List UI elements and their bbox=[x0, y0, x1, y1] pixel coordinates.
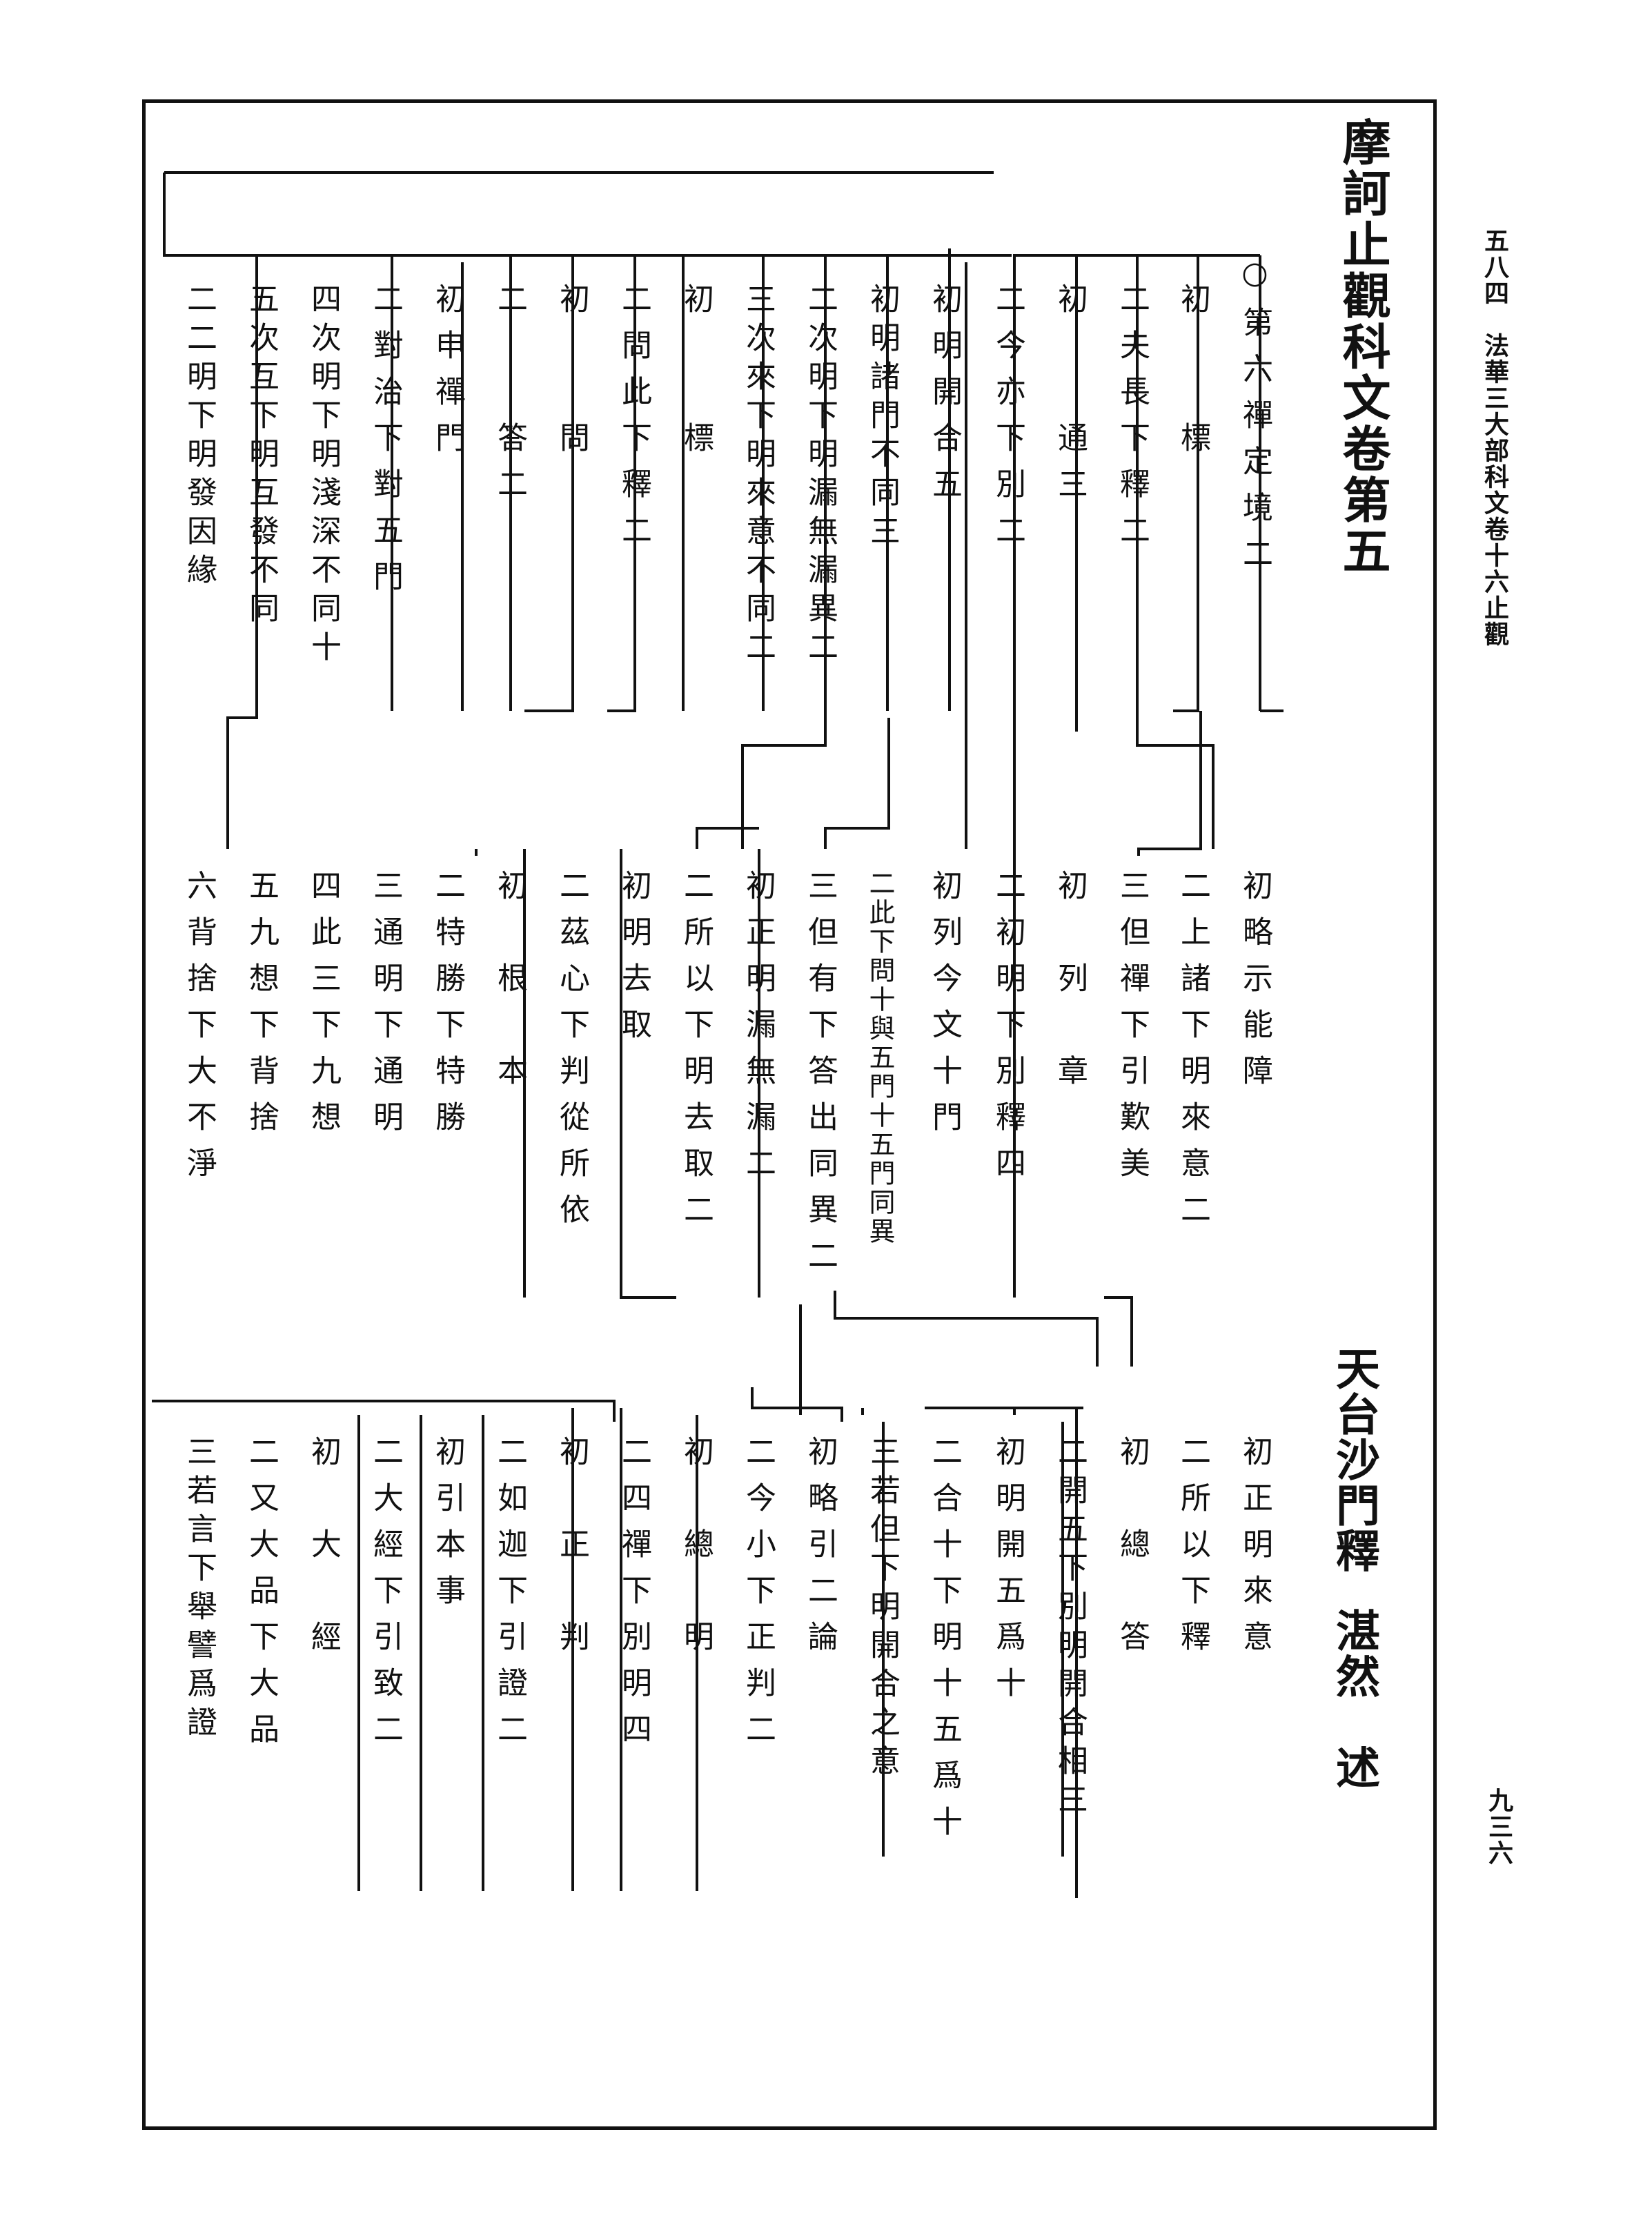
outline-entry: 三次來下明來意不同二 bbox=[740, 283, 776, 669]
outline-entry: 二合十下明十五爲十 bbox=[927, 1436, 962, 1852]
outline-entry: 二對治下對五門 bbox=[368, 283, 403, 607]
outline-entry: 三但有下答出同異二 bbox=[803, 870, 838, 1286]
outline-entry: 二今亦下別二 bbox=[990, 283, 1025, 560]
outline-entry: 初 大 經 bbox=[306, 1436, 341, 1667]
outline-entry: 初 通三 bbox=[1052, 283, 1088, 514]
outline-entry: 初略引二論 bbox=[803, 1436, 838, 1667]
outline-entry: 五九想下背捨 bbox=[244, 870, 279, 1147]
author-line-2: 湛然 述 bbox=[1328, 1608, 1380, 1790]
outline-entry: 二夫長下釋二 bbox=[1114, 283, 1150, 560]
outline-entry: 二今小下正判二 bbox=[740, 1436, 776, 1759]
outline-entry: 初明開合五 bbox=[927, 283, 962, 514]
outline-entry: 三通明下通明 bbox=[368, 870, 403, 1147]
outline-entry: 初明開五爲十 bbox=[990, 1436, 1025, 1713]
outline-entry: 初 總 答 bbox=[1114, 1436, 1150, 1667]
outline-entry: 二又大品下大品 bbox=[244, 1436, 279, 1759]
outline-entry: 二初明下別釋四 bbox=[990, 870, 1025, 1193]
outline-entry: 二此下問十與五門十五門同異 bbox=[865, 870, 895, 1246]
outline-entry: 二大經下引致二 bbox=[368, 1436, 403, 1759]
outline-entry: 二上諸下明來意二 bbox=[1175, 870, 1210, 1240]
outline-entry: 初申禪門 bbox=[430, 283, 465, 468]
outline-entry: 初明諸門不同三 bbox=[865, 283, 900, 554]
page-number: 九三六 bbox=[1484, 1788, 1513, 1866]
outline-entry: 二二明下明發因緣 bbox=[181, 283, 217, 592]
outline-entry: 二所以下明去取二 bbox=[678, 870, 714, 1240]
volume-title: 摩訶止觀科文卷第五 bbox=[1335, 117, 1392, 577]
outline-entry: 四次明下明淺深不同十 bbox=[306, 283, 341, 669]
outline-entry: 五次互下明互發不同 bbox=[244, 283, 279, 631]
outline-entry: 初列今文十門 bbox=[927, 870, 962, 1147]
outline-entry: ○第六禪定境二 bbox=[1237, 255, 1272, 584]
outline-entry: 初正明來意 bbox=[1237, 1436, 1272, 1667]
outline-entry: 二次明下明漏無漏異二 bbox=[803, 283, 838, 669]
outline-entry: 二特勝下特勝 bbox=[430, 870, 465, 1147]
outline-entry: 三若言下舉譬爲證 bbox=[181, 1436, 217, 1745]
page-border bbox=[142, 99, 1437, 2130]
outline-entry: 初 標 bbox=[1175, 283, 1210, 468]
outline-entry: 初 根 本 bbox=[492, 870, 527, 1101]
running-head: 五八四 法華三大部科文卷十六止觀 bbox=[1480, 228, 1509, 647]
outline-entry: 二茲心下判從所依 bbox=[554, 870, 589, 1240]
author-line-1: 天台沙門釋 bbox=[1328, 1346, 1380, 1574]
outline-entry: 二如迦下引證二 bbox=[492, 1436, 527, 1759]
outline-entry: 初略示能障 bbox=[1237, 870, 1272, 1101]
outline-entry: 初 列 章 bbox=[1052, 870, 1088, 1101]
outline-entry: 六背捨下大不淨 bbox=[181, 870, 217, 1193]
outline-entry: 四此三下九想 bbox=[306, 870, 341, 1147]
outline-entry: 初引本事 bbox=[430, 1436, 465, 1621]
outline-entry: 二開五下別明開合相三 bbox=[1052, 1436, 1088, 1822]
outline-entry: 二所以下釋 bbox=[1175, 1436, 1210, 1667]
outline-entry: 三但禪下引歎美 bbox=[1114, 870, 1150, 1193]
